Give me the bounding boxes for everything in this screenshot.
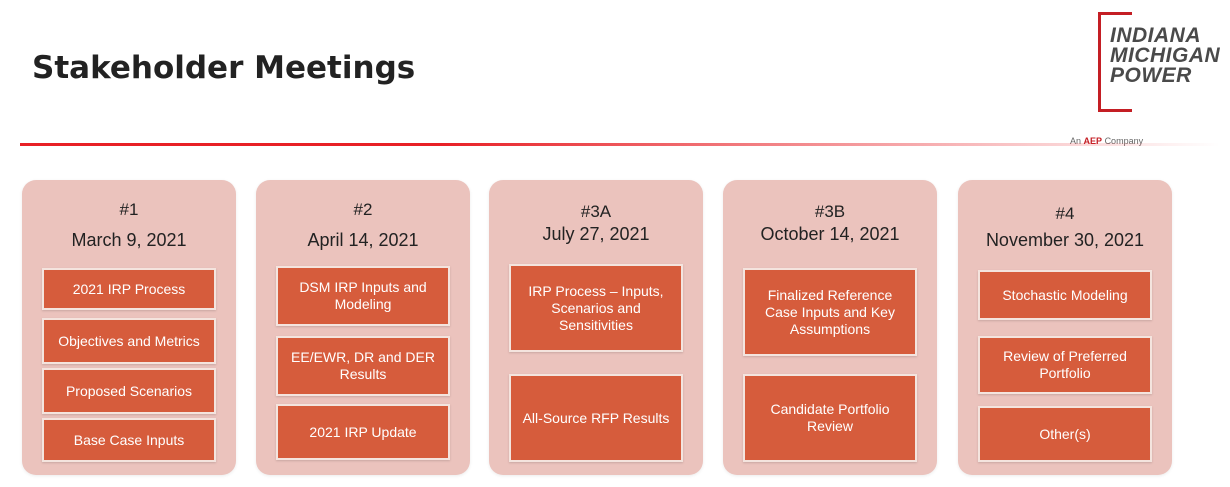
meeting-date: November 30, 2021 [985,230,1145,250]
meeting-card-1: #1 March 9, 2021 2021 IRP Process Object… [22,180,236,475]
topic-box: Finalized Reference Case Inputs and Key … [743,268,917,356]
meeting-card-3a: #3A July 27, 2021 IRP Process – Inputs, … [489,180,703,475]
page-title: Stakeholder Meetings [32,50,416,86]
topic-box: Objectives and Metrics [42,318,216,364]
meeting-number: #2 [353,200,373,219]
meeting-number: #3B [814,202,846,221]
meeting-date: March 9, 2021 [71,230,187,250]
meeting-date: April 14, 2021 [307,230,419,250]
logo-tagline-brand: AEP [1083,136,1103,146]
meeting-date: October 14, 2021 [760,224,900,244]
meeting-date: July 27, 2021 [542,224,650,244]
indiana-michigan-power-logo: INDIANA MICHIGAN POWER An AEP Company [1070,12,1230,147]
logo-tagline-prefix: An [1070,136,1082,146]
meeting-number: #4 [1055,204,1075,223]
meeting-number: #1 [119,200,139,219]
meeting-number: #3A [580,202,612,221]
topic-box: Stochastic Modeling [978,270,1152,320]
topic-box: IRP Process – Inputs, Scenarios and Sens… [509,264,683,352]
logo-bracket-icon [1098,12,1132,112]
header-divider [20,143,1220,146]
logo-line-3: POWER [1110,64,1192,87]
meeting-card-2: #2 April 14, 2021 DSM IRP Inputs and Mod… [256,180,470,475]
meeting-card-4: #4 November 30, 2021 Stochastic Modeling… [958,180,1172,475]
logo-line-1: INDIANA [1110,24,1201,47]
topic-box: 2021 IRP Process [42,268,216,310]
topic-box: Review of Preferred Portfolio [978,336,1152,394]
topic-box: EE/EWR, DR and DER Results [276,336,450,396]
topic-box: Candidate Portfolio Review [743,374,917,462]
meeting-card-3b: #3B October 14, 2021 Finalized Reference… [723,180,937,475]
topic-box: DSM IRP Inputs and Modeling [276,266,450,326]
topic-box: Base Case Inputs [42,418,216,462]
topic-box: Proposed Scenarios [42,368,216,414]
topic-box: 2021 IRP Update [276,404,450,460]
topic-box: Other(s) [978,406,1152,462]
logo-tagline-suffix: Company [1104,136,1144,146]
topic-box: All-Source RFP Results [509,374,683,462]
logo-tagline: An AEP Company [1070,136,1143,146]
logo-line-2: MICHIGAN [1110,44,1221,67]
